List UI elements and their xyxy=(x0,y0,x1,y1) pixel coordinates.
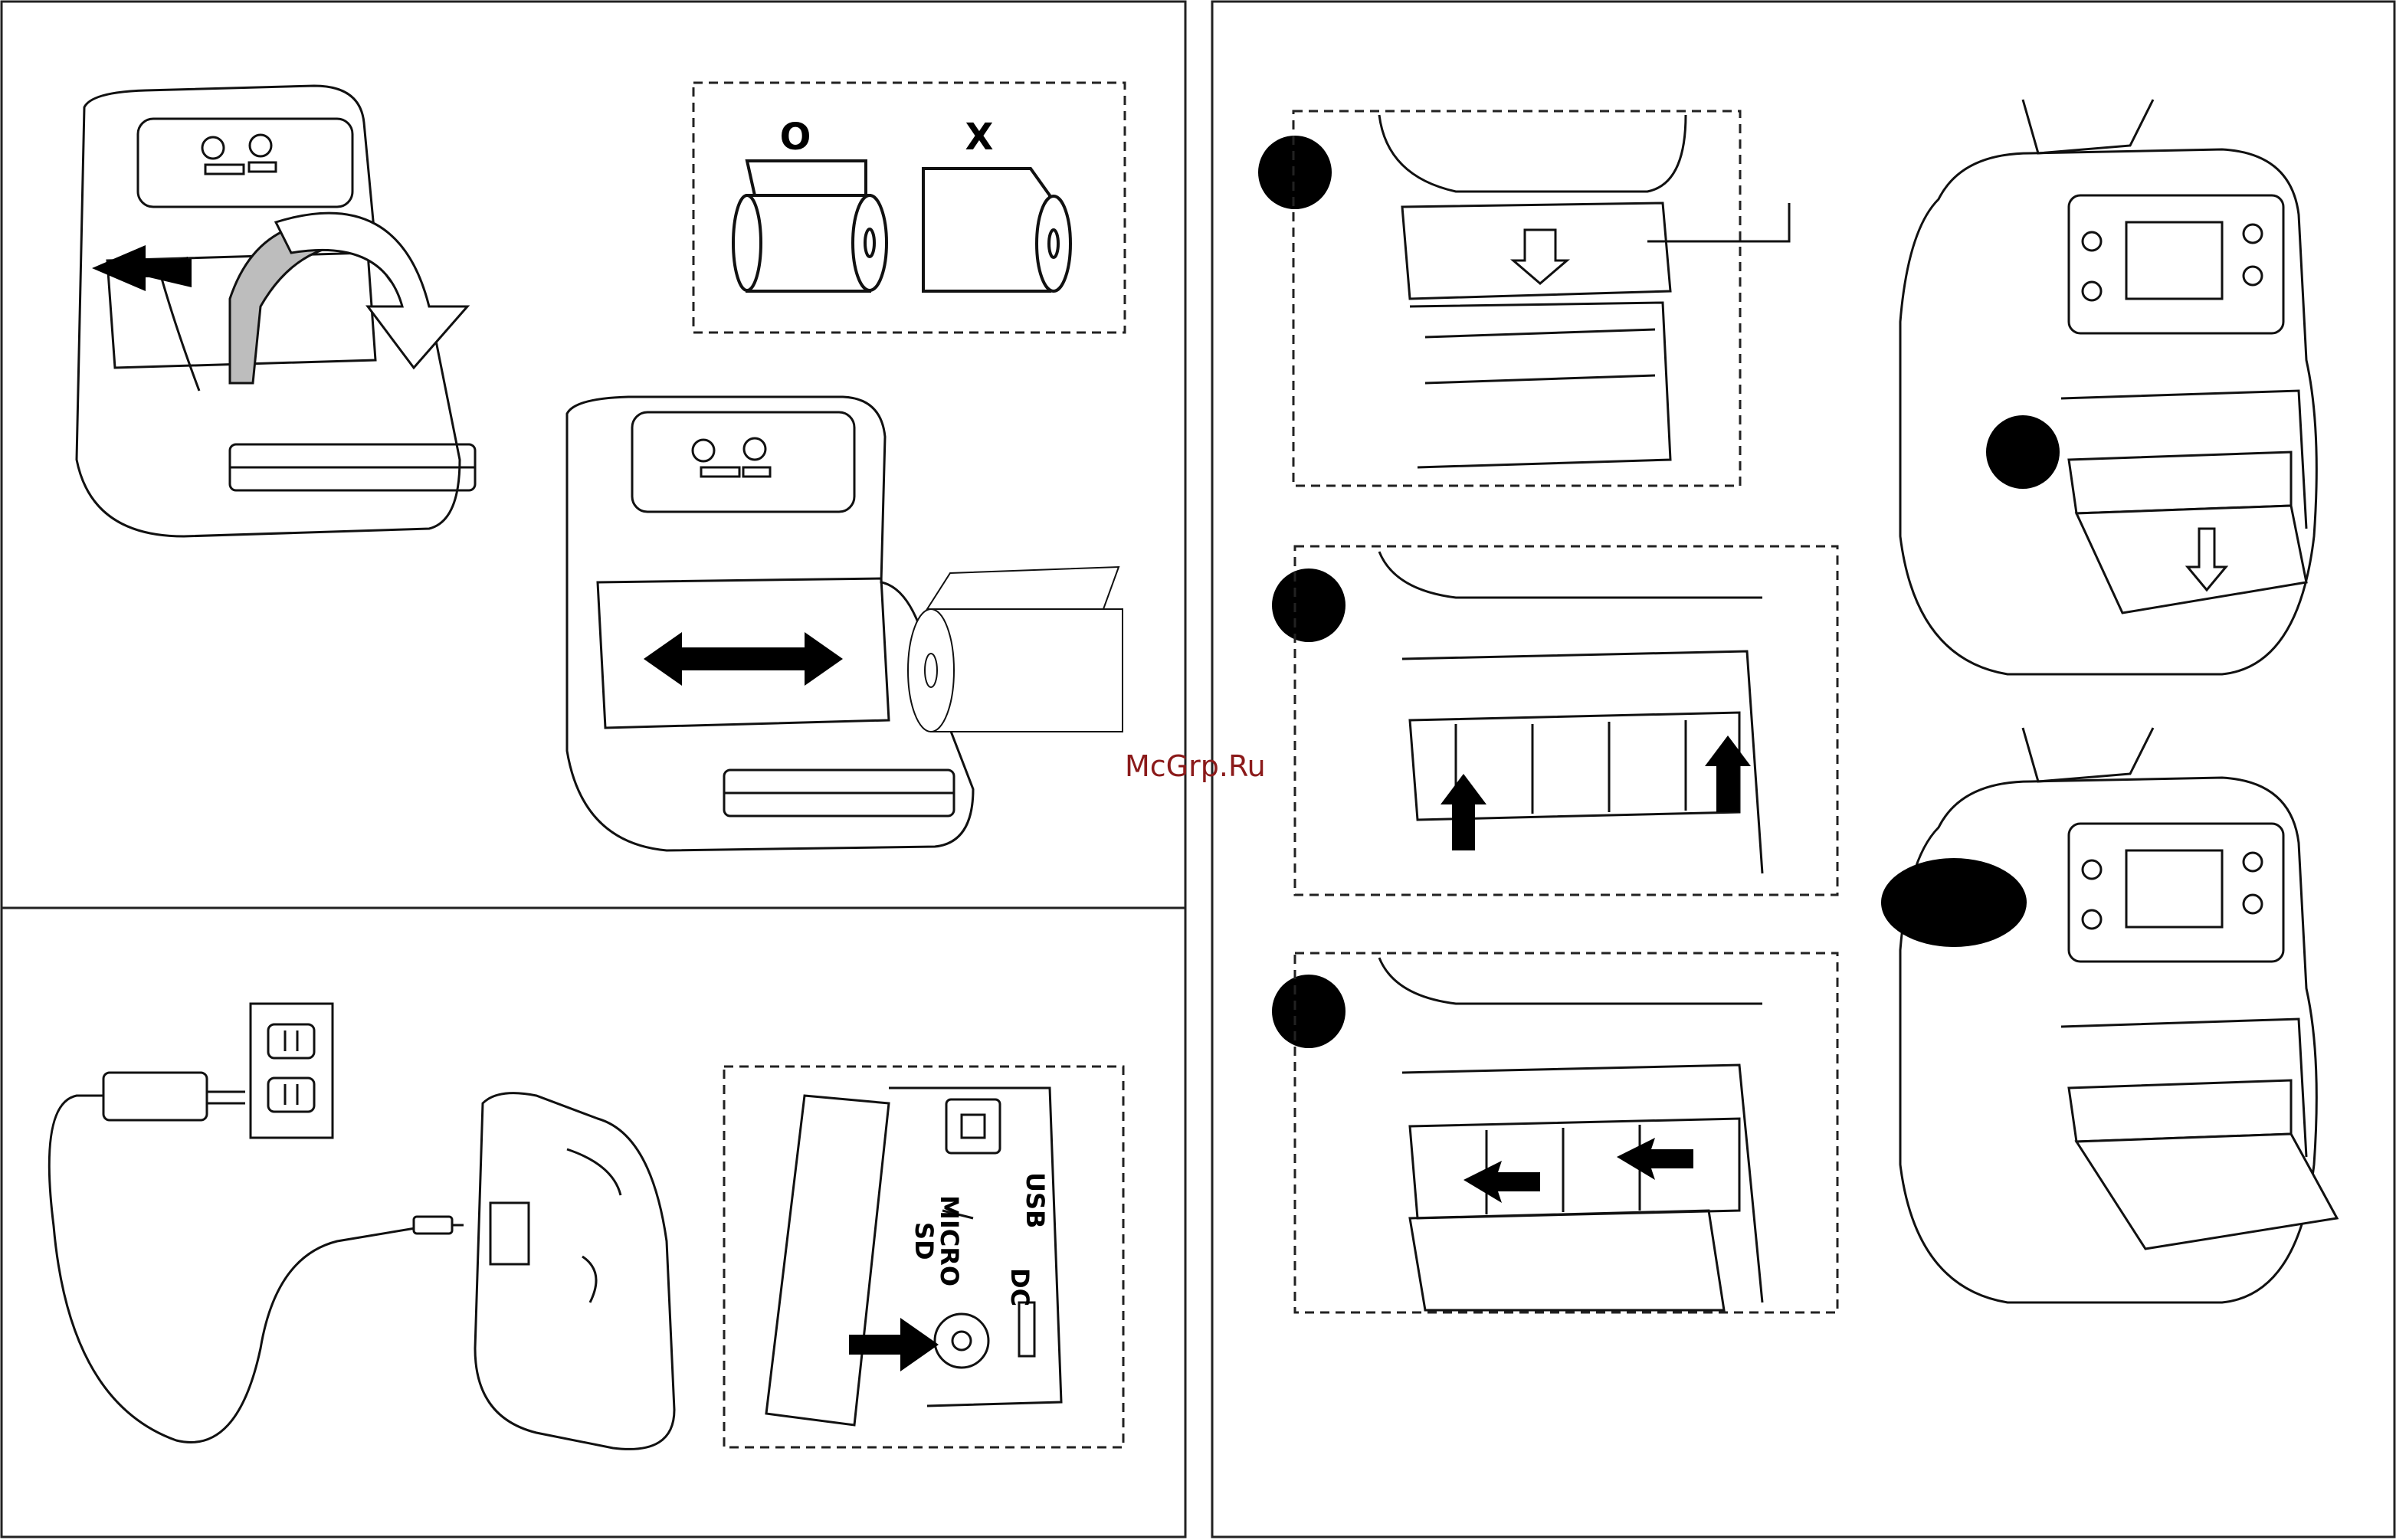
step-badge-3 xyxy=(1272,975,1345,1048)
correct-mark: O xyxy=(780,116,811,159)
step-3-inset xyxy=(1295,953,1837,1312)
feed-paper-detail-illustration xyxy=(1379,552,1762,873)
step-badge-5 xyxy=(1881,858,2027,947)
dc-port-label: DC xyxy=(1005,1268,1034,1306)
cover-open-detail-illustration xyxy=(1379,115,1789,467)
printer-front-illustration-top xyxy=(1900,100,2316,674)
press-arrow-right-icon xyxy=(1617,1138,1693,1180)
power-adapter-illustration xyxy=(49,1073,464,1443)
watermark: McGrp.Ru xyxy=(1125,749,1266,783)
roll-wrong-illustration xyxy=(923,169,1070,291)
close-cover-detail-illustration xyxy=(1379,958,1762,1310)
press-arrow-left-icon xyxy=(1463,1161,1540,1203)
micro-sd-label-line2: SD xyxy=(910,1222,939,1260)
step-badge-1 xyxy=(1258,136,1332,209)
step-1-inset xyxy=(1293,111,1740,486)
printer-side-illustration xyxy=(475,1093,674,1450)
adjust-guide-arrow-icon xyxy=(644,632,843,686)
printer-front-illustration-bottom xyxy=(1900,728,2337,1302)
step-badge-4 xyxy=(1986,415,2060,489)
usb-port-label: USB xyxy=(1021,1172,1050,1228)
wrong-mark: X xyxy=(965,116,993,159)
step-badge-2 xyxy=(1272,568,1345,642)
push-up-arrow-left-icon xyxy=(1441,774,1486,850)
paper-roll-illustration xyxy=(908,567,1123,732)
wall-outlet-illustration xyxy=(251,1004,333,1138)
push-up-arrow-right-icon xyxy=(1705,736,1751,812)
pull-arrow-icon xyxy=(92,245,192,291)
printer-load-illustration xyxy=(567,397,973,850)
roll-correct-illustration xyxy=(733,161,887,291)
